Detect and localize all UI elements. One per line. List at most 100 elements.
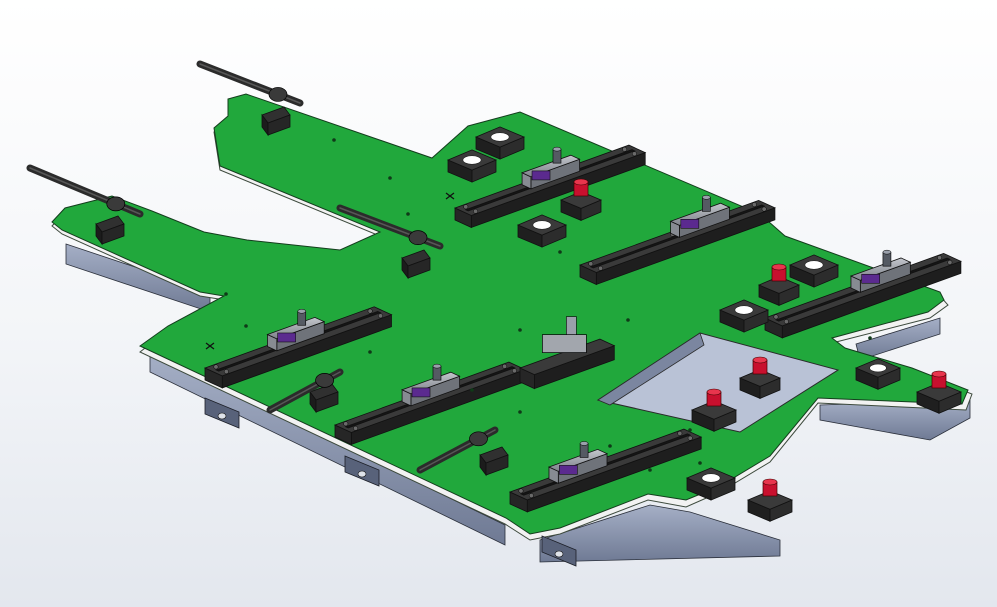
bracket-icon bbox=[401, 249, 431, 280]
clamp-pad bbox=[680, 219, 700, 229]
linear-slide-icon bbox=[333, 361, 527, 446]
plate-hole bbox=[698, 461, 702, 465]
linear-slide-icon bbox=[203, 306, 393, 389]
rod-nut bbox=[408, 230, 428, 245]
red-pin-icon bbox=[738, 356, 782, 400]
datum-marker-icon bbox=[445, 192, 455, 200]
bracket-front bbox=[267, 114, 291, 136]
plate-hole bbox=[518, 328, 522, 332]
bracket-front bbox=[485, 454, 509, 476]
red-pin-icon bbox=[757, 263, 801, 307]
bolt bbox=[223, 369, 229, 375]
bolt bbox=[761, 206, 767, 212]
bolt bbox=[367, 308, 373, 314]
plate-hole bbox=[388, 176, 392, 180]
bolt bbox=[502, 363, 508, 369]
red-pin-icon bbox=[915, 370, 963, 414]
slider-knob-cap bbox=[579, 441, 589, 446]
cylinder-rod-icon bbox=[336, 204, 444, 250]
clamp-pad bbox=[861, 273, 880, 284]
bracket-icon bbox=[95, 215, 125, 246]
clamp-block-icon bbox=[474, 126, 526, 160]
red-pin-cap bbox=[752, 356, 768, 364]
bracket-icon bbox=[541, 535, 577, 567]
bolt bbox=[783, 319, 789, 325]
bolt bbox=[511, 368, 517, 374]
clamp-block-icon bbox=[854, 358, 902, 390]
lower-bracket-hole bbox=[217, 412, 227, 420]
bolt bbox=[598, 265, 604, 271]
bolt bbox=[588, 261, 594, 267]
plate-hole bbox=[648, 468, 652, 472]
block-hole bbox=[734, 305, 754, 315]
bolt bbox=[947, 260, 953, 265]
red-pin-cap bbox=[931, 370, 947, 378]
bracket-icon bbox=[261, 106, 291, 137]
bracket-front bbox=[407, 257, 431, 279]
datum-marker-icon bbox=[205, 342, 215, 350]
bracket-icon bbox=[344, 455, 380, 487]
marker-stroke bbox=[205, 342, 215, 350]
clamp-pad bbox=[277, 332, 296, 343]
bolt bbox=[343, 421, 349, 427]
bracket-front bbox=[315, 391, 339, 413]
bolt bbox=[353, 425, 359, 431]
block-knob bbox=[566, 316, 577, 335]
block-hole bbox=[490, 132, 510, 142]
bolt bbox=[622, 146, 628, 152]
cylinder-rod-icon bbox=[266, 368, 344, 414]
frame-strip bbox=[539, 504, 781, 563]
plate-hole bbox=[868, 336, 872, 340]
lower-bracket-hole bbox=[554, 550, 564, 558]
clamp-block-icon bbox=[516, 214, 568, 248]
slider-knob-cap bbox=[702, 195, 711, 200]
bolt bbox=[528, 493, 534, 499]
green-plate[interactable] bbox=[51, 93, 973, 541]
cylinder-rod-icon bbox=[196, 60, 304, 107]
bolt bbox=[677, 430, 683, 436]
cylinder-rod-icon bbox=[416, 426, 499, 474]
bolt bbox=[751, 202, 757, 208]
clamp-pad bbox=[531, 170, 551, 181]
plate-hole bbox=[626, 318, 630, 322]
bolt bbox=[473, 208, 479, 214]
red-pin-icon bbox=[559, 178, 603, 222]
plate-hole bbox=[332, 138, 336, 142]
fixture-components bbox=[26, 60, 963, 567]
plate-hole bbox=[608, 444, 612, 448]
block-hole bbox=[701, 473, 721, 483]
clamp-block-icon bbox=[446, 149, 498, 183]
plate-hole bbox=[518, 410, 522, 414]
bracket-icon bbox=[479, 446, 509, 477]
red-pin-icon bbox=[746, 478, 794, 522]
bracket-icon bbox=[204, 397, 240, 429]
clamp-block-icon bbox=[718, 299, 770, 333]
plate-hole bbox=[244, 324, 248, 328]
red-pin-cap bbox=[762, 478, 778, 486]
bolt bbox=[518, 488, 524, 494]
cylinder-rod-icon bbox=[26, 164, 144, 218]
slider-knob-cap bbox=[297, 309, 306, 314]
clamp-block-icon bbox=[788, 254, 840, 288]
red-pin-cap bbox=[771, 263, 787, 271]
plate-hole bbox=[470, 388, 474, 392]
block-hole bbox=[462, 155, 482, 165]
bolt bbox=[378, 313, 383, 319]
linear-slide-icon bbox=[508, 428, 703, 513]
slider-knob-cap bbox=[882, 249, 892, 255]
bolt bbox=[631, 151, 637, 157]
red-pin-icon bbox=[690, 388, 738, 432]
linear-slide-icon bbox=[578, 195, 776, 286]
plate-hole bbox=[224, 292, 228, 296]
lower-bracket-hole bbox=[357, 470, 367, 478]
bolt bbox=[463, 204, 469, 210]
red-pin-cap bbox=[573, 178, 589, 186]
rod-nut bbox=[469, 431, 488, 447]
block-hole bbox=[532, 220, 552, 230]
bolt bbox=[687, 435, 693, 441]
linear-slide-icon bbox=[763, 249, 962, 339]
bolt bbox=[773, 314, 779, 320]
clamp-block-icon bbox=[685, 467, 737, 501]
